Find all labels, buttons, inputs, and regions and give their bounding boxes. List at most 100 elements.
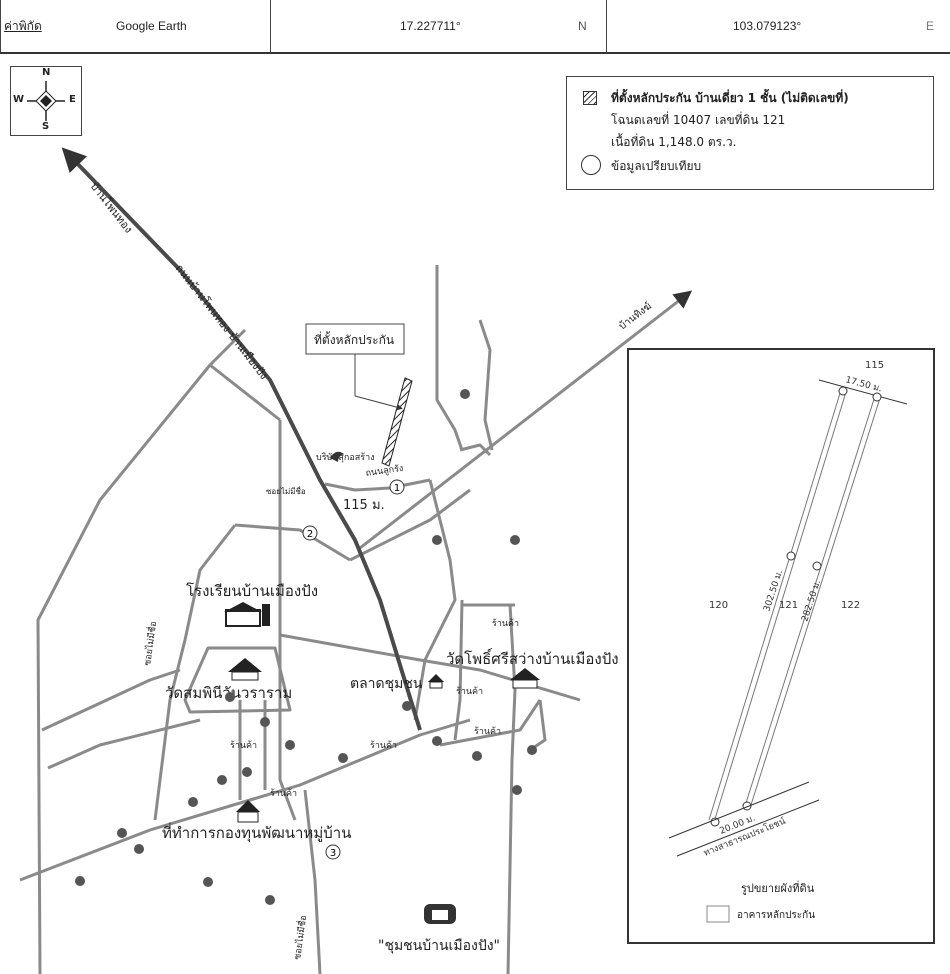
legend-subject-line2: โฉนดเลขที่ 10407 เลขที่ดิน 121	[611, 113, 786, 127]
compass-east: E	[69, 94, 76, 105]
tree-icon	[117, 828, 127, 838]
compass-north: N	[42, 67, 51, 78]
coordinate-bar: ค่าพิกัด Google Earth 17.227711° N 103.0…	[0, 0, 950, 54]
road-label-phonthong: บ้านโพนทอง	[88, 179, 136, 235]
north-neighbor: 115	[865, 360, 884, 371]
road	[41, 668, 181, 732]
legend-comparison: ข้อมูลเปรียบเทียบ	[611, 159, 702, 173]
road	[234, 523, 351, 562]
temple-east-label: วัดโพธิ์ศรีสว่างบ้านเมืองปัง	[446, 648, 619, 668]
marker-circle	[325, 844, 341, 860]
tree-icon	[527, 745, 537, 755]
marker-3: 3	[330, 848, 336, 859]
tree-icon	[242, 767, 252, 777]
shop-label: ร้านค้า	[230, 740, 257, 751]
tree-icon	[134, 844, 144, 854]
road	[478, 319, 494, 451]
corner-pin	[812, 561, 822, 571]
tree-icon	[188, 797, 198, 807]
subject-callout-label: ที่ตั้งหลักประกัน	[314, 331, 394, 347]
right-length: 282.50 ม.	[800, 579, 823, 623]
compass-icon	[27, 81, 65, 121]
tree-icon	[225, 692, 235, 702]
tree-icon	[265, 895, 275, 905]
subject-location-marker	[381, 377, 413, 467]
road	[153, 524, 237, 821]
plot-detail-panel: 115 17.50 ม. 120 121 122 302.50 ม. 282.5…	[627, 348, 935, 944]
parcel-corners	[710, 386, 882, 827]
road	[506, 604, 517, 974]
alley-label: ซอยไม่มีชื่อ	[266, 485, 306, 496]
road	[349, 488, 471, 562]
corner-pin	[872, 392, 882, 402]
road	[453, 599, 464, 741]
distance-label: 115 ม.	[343, 498, 385, 513]
road	[183, 646, 292, 714]
tree-icon	[203, 877, 213, 887]
shop-label: ร้านค้า	[474, 726, 501, 737]
building-legend: อาคารหลักประกัน	[737, 910, 815, 921]
office-icon	[236, 800, 260, 823]
school-label: โรงเรียนบ้านเมืองปัง	[186, 582, 318, 600]
road	[19, 718, 471, 882]
tree-icon	[285, 740, 295, 750]
marker-circle	[389, 479, 405, 495]
tree-icon	[432, 736, 442, 746]
tree-icon	[460, 389, 470, 399]
legend-subject-line3: เนื้อที่ดิน 1,148.0 ตร.ว.	[611, 135, 737, 149]
right-neighbor: 122	[841, 600, 860, 611]
alley-west-label: ซอยไม่มีชื่อ	[140, 620, 159, 666]
road	[435, 265, 464, 451]
road-label-khong: บ้านทิงฆ์	[617, 300, 654, 332]
tree-icon	[510, 535, 520, 545]
landmarks: โรงเรียนบ้านเมืองปัง วัดสมพินีวันวราราม …	[162, 582, 619, 954]
subject-callout: ที่ตั้งหลักประกัน	[305, 323, 405, 411]
plot-diagram: 115 17.50 ม. 120 121 122 302.50 ม. 282.5…	[668, 360, 908, 923]
temple-west-icon	[228, 658, 262, 681]
road-to-ban-khong	[359, 290, 693, 550]
company-icon	[330, 451, 344, 462]
road-labels: บ้านโพนทอง ถนนบ้านโพนทอง-บ้านเมืองปัง บ้…	[88, 179, 654, 960]
location-map: ที่ตั้งหลักประกัน บ้านโพนทอง ถนนบ้านโพนท…	[19, 147, 693, 974]
circle-swatch-icon	[581, 155, 601, 175]
tree-icon	[402, 701, 412, 711]
company-label: บริษัทสุกอสร้าง	[316, 452, 375, 463]
road	[303, 789, 322, 974]
building-swatch	[706, 905, 730, 923]
school-icon	[224, 602, 270, 627]
coord-source: Google Earth	[116, 19, 187, 33]
latitude-value: 17.227711°	[400, 19, 461, 33]
legend-subject-line1: ที่ตั้งหลักประกัน บ้านเดี่ยว 1 ชั้น (ไม่…	[611, 91, 849, 105]
temple-east-icon	[510, 668, 540, 689]
shop-label: ร้านค้า	[370, 740, 397, 751]
road	[413, 479, 457, 721]
compass-south: S	[42, 121, 50, 132]
tree-icon	[217, 775, 227, 785]
plot-title: รูปขยายผังที่ดิน	[741, 880, 815, 895]
shop-label: ร้านค้า	[270, 788, 297, 799]
shop-label: ร้านค้า	[492, 618, 519, 629]
office-label: ที่ทำการกองทุนพัฒนาหมู่บ้าน	[162, 822, 351, 843]
tree-icon	[260, 717, 270, 727]
alley-south-label: ซอยไม่มีชื่อ	[290, 914, 309, 960]
community-icon	[424, 904, 456, 924]
compass-rose: N S E W	[10, 66, 82, 136]
marker-2: 2	[307, 529, 313, 540]
road	[529, 699, 547, 752]
compass-west: W	[13, 94, 25, 105]
latitude-direction: N	[578, 19, 587, 33]
comparison-markers: 1 2 3	[302, 479, 405, 860]
map-legend: ที่ตั้งหลักประกัน บ้านเดี่ยว 1 ชั้น (ไม่…	[566, 76, 934, 190]
tree-icon	[75, 876, 85, 886]
divider	[0, 0, 1, 52]
market-label: ตลาดชุมชน	[350, 676, 423, 692]
road	[47, 718, 201, 770]
divider	[270, 0, 271, 52]
road	[36, 328, 247, 974]
coord-label: ค่าพิกัด	[4, 18, 42, 33]
road	[209, 363, 281, 422]
longitude-direction: E	[926, 19, 935, 33]
shop-label: ร้านค้า	[456, 686, 483, 697]
road	[278, 420, 297, 821]
tree-icon	[512, 785, 522, 795]
